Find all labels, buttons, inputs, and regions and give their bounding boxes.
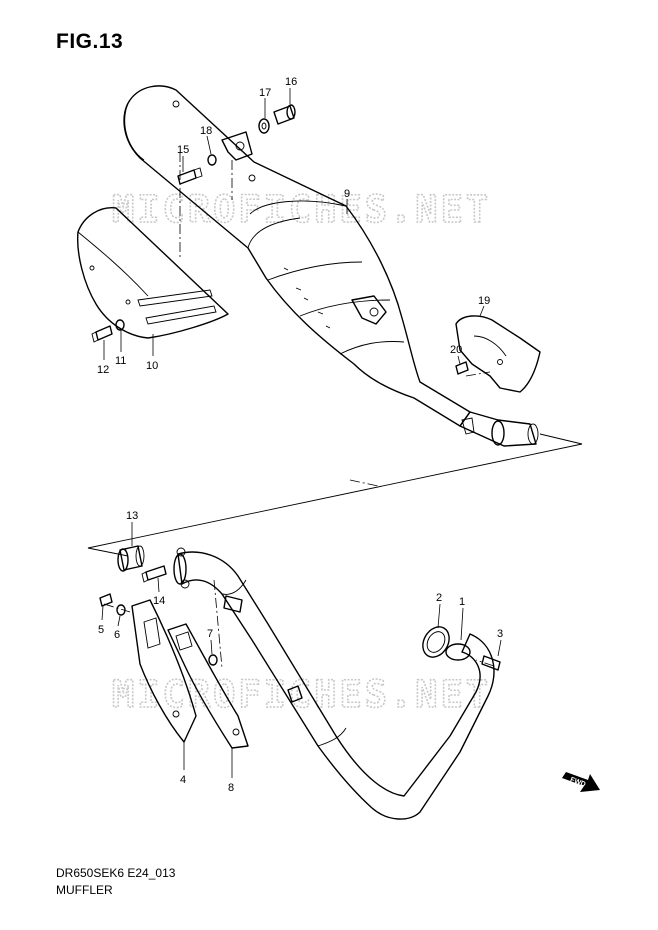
- cover-19-part[interactable]: [455, 315, 541, 393]
- screw-20-part[interactable]: [455, 361, 469, 375]
- centerline-upper-3: [465, 371, 491, 377]
- clamp-ring-2-part[interactable]: [418, 622, 455, 662]
- bolt-14-part[interactable]: [141, 565, 167, 583]
- watermark-upper: MICROFICHES.NET: [112, 188, 491, 231]
- part-number-9: 9: [344, 188, 350, 200]
- bracket-18-part[interactable]: [207, 131, 253, 166]
- part-number-12: 12: [97, 364, 109, 376]
- washer-6-part[interactable]: [116, 604, 126, 616]
- part-number-7: 7: [207, 628, 213, 640]
- diagram-code: DR650SEK6 E24_013: [56, 866, 176, 880]
- centerline-upper-4: [349, 479, 379, 487]
- heat-shield-4-part[interactable]: [131, 599, 197, 743]
- muffler-silencer-part[interactable]: [123, 85, 539, 447]
- watermark-lower: MICROFICHES.NET: [112, 673, 491, 716]
- section-connector-line: [87, 433, 583, 557]
- part-number-14: 14: [153, 595, 165, 607]
- part-number-6: 6: [114, 629, 120, 641]
- svg-text:FWD: FWD: [569, 776, 586, 788]
- part-number-19: 19: [478, 295, 490, 307]
- part-number-20: 20: [450, 344, 462, 356]
- part-number-11: 11: [115, 355, 126, 367]
- part-number-4: 4: [180, 774, 186, 786]
- exhaust-pipe-1-part[interactable]: [173, 547, 495, 820]
- part-number-2: 2: [436, 592, 442, 604]
- heat-shield-8-part[interactable]: [167, 623, 249, 749]
- centerline-lower-2: [103, 603, 131, 613]
- bolt-5-part[interactable]: [99, 593, 113, 607]
- diagram-name: MUFFLER: [56, 883, 113, 897]
- figure-title: FIG.13: [56, 30, 124, 53]
- part-number-17: 17: [259, 87, 271, 99]
- leader-lines: [101, 88, 502, 778]
- part-number-18: 18: [200, 125, 212, 137]
- gasket-13-part[interactable]: [117, 545, 145, 572]
- washer-11-part[interactable]: [115, 319, 125, 331]
- part-number-16: 16: [285, 76, 297, 88]
- part-number-13: 13: [126, 510, 138, 522]
- bolt-15-part[interactable]: [177, 167, 203, 185]
- heat-shield-10-part[interactable]: [76, 207, 229, 339]
- part-number-15: 15: [177, 144, 189, 156]
- fwd-direction-arrow: FWD: [562, 772, 600, 792]
- part-number-8: 8: [228, 782, 234, 794]
- centerline-lower-1: [213, 579, 223, 669]
- washer-17-part[interactable]: [258, 118, 270, 134]
- bolt-16-part[interactable]: [273, 104, 296, 125]
- bolt-3-part[interactable]: [481, 655, 501, 671]
- part-number-1: 1: [459, 596, 465, 608]
- part-number-10: 10: [146, 360, 158, 372]
- centerline-lower-3: [475, 659, 495, 667]
- part-number-3: 3: [497, 628, 503, 640]
- part-number-5: 5: [98, 624, 104, 636]
- bolt-12-part[interactable]: [91, 325, 113, 343]
- clip-7-part[interactable]: [208, 654, 218, 666]
